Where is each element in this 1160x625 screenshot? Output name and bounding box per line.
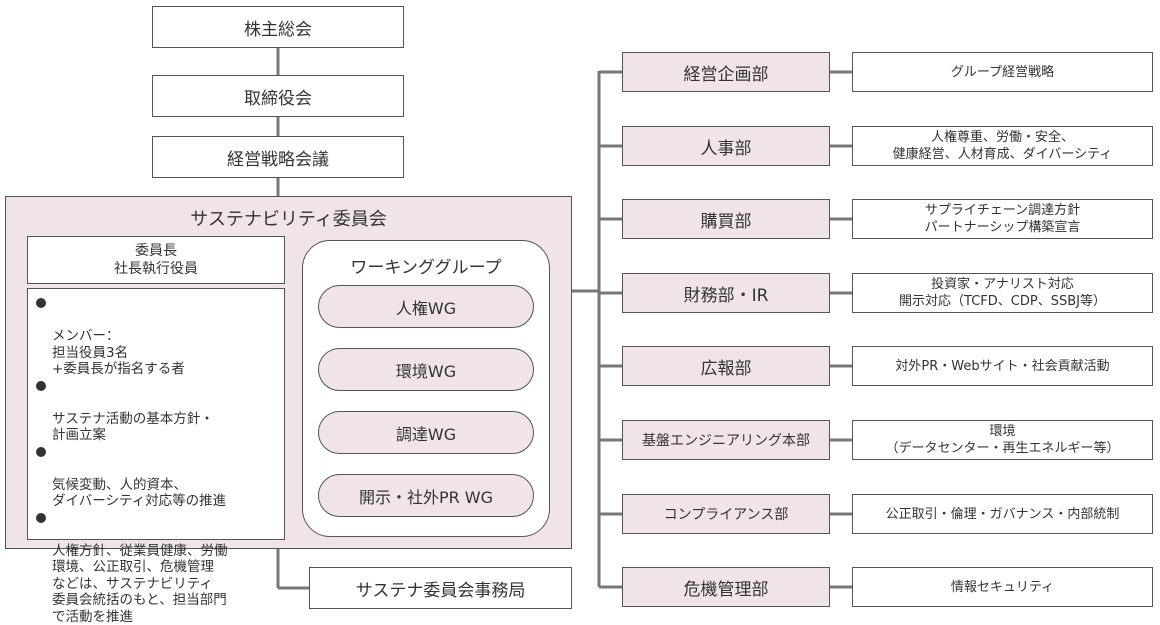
wg-label: 開示・社外PR WG xyxy=(359,484,493,508)
wg-disclosure-pr: 開示・社外PR WG xyxy=(318,474,534,517)
committee-secretariat-label: サステナ委員会事務局 xyxy=(356,576,526,601)
committee-members-box: メンバー： 担当役員3名 +委員長が指名する者 サステナ活動の基本方針・ 計画立… xyxy=(27,288,285,540)
department-name: 基盤エンジニアリング本部 xyxy=(642,430,810,450)
department-name: 経営企画部 xyxy=(684,60,769,85)
department-role-box: 対外PR・Webサイト・社会貢献活動 xyxy=(852,346,1153,386)
board-of-directors-box: 取締役会 xyxy=(152,75,404,117)
department-box: 人事部 xyxy=(622,126,830,166)
department-role: 人権尊重、労働・安全、 健康経営、人材育成、ダイバーシティ xyxy=(893,129,1113,163)
wg-procurement: 調達WG xyxy=(318,411,534,454)
member-item: 気候変動、人的資本、 ダイバーシティ対応等の推進 xyxy=(36,444,276,510)
wg-label: 調達WG xyxy=(396,421,456,445)
member-item: メンバー： 担当役員3名 +委員長が指名する者 xyxy=(36,295,276,378)
department-role-box: サプライチェーン調達方針 パートナーシップ構築宣言 xyxy=(852,199,1153,239)
committee-secretariat-box: サステナ委員会事務局 xyxy=(309,567,572,609)
department-name: 広報部 xyxy=(701,354,752,379)
wg-label: 人権WG xyxy=(396,295,456,319)
bullet-icon xyxy=(36,298,46,308)
committee-title: サステナビリティ委員会 xyxy=(5,205,572,231)
department-role: 情報セキュリティ xyxy=(951,579,1054,596)
department-box: 危機管理部 xyxy=(622,567,830,607)
strategy-meeting-box: 経営戦略会議 xyxy=(152,136,404,178)
bullet-icon xyxy=(36,381,46,391)
department-role-box: グループ経営戦略 xyxy=(852,52,1153,92)
department-box: 広報部 xyxy=(622,346,830,386)
working-group-box: ワーキンググループ 人権WG 環境WG 調達WG 開示・社外PR WG xyxy=(302,240,550,537)
bullet-icon xyxy=(36,513,46,523)
shareholders-meeting-box: 株主総会 xyxy=(152,6,404,48)
wg-environment: 環境WG xyxy=(318,348,534,391)
department-name: 人事部 xyxy=(701,134,752,159)
department-name: 購買部 xyxy=(701,207,752,232)
department-box: 基盤エンジニアリング本部 xyxy=(622,420,830,460)
committee-chair-box: 委員長 社長執行役員 xyxy=(27,236,285,284)
department-role-box: 公正取引・倫理・ガバナンス・内部統制 xyxy=(852,494,1153,534)
department-name: コンプライアンス部 xyxy=(664,504,789,524)
board-of-directors-label: 取締役会 xyxy=(244,84,312,109)
member-item-text: 気候変動、人的資本、 ダイバーシティ対応等の推進 xyxy=(52,477,226,510)
department-name: 財務部・IR xyxy=(684,281,769,306)
member-item-text: サステナ活動の基本方針・ 計画立案 xyxy=(52,411,214,444)
department-role: 公正取引・倫理・ガバナンス・内部統制 xyxy=(886,506,1120,523)
department-role: サプライチェーン調達方針 パートナーシップ構築宣言 xyxy=(925,202,1081,236)
strategy-meeting-label: 経営戦略会議 xyxy=(227,145,329,170)
department-box: コンプライアンス部 xyxy=(622,494,830,534)
wg-label: 環境WG xyxy=(396,358,456,382)
department-role: 対外PR・Webサイト・社会貢献活動 xyxy=(895,358,1109,375)
department-box: 経営企画部 xyxy=(622,52,830,92)
member-item: 人権方針、従業員健康、労働 環境、公正取引、危機管理 などは、サステナビリティ … xyxy=(36,510,276,625)
member-item: サステナ活動の基本方針・ 計画立案 xyxy=(36,378,276,444)
member-item-text: メンバー： 担当役員3名 +委員長が指名する者 xyxy=(52,328,185,377)
department-role: 投資家・アナリスト対応 開示対応（TCFD、CDP、SSBJ等） xyxy=(899,276,1106,310)
bullet-icon xyxy=(36,447,46,457)
department-role-box: 投資家・アナリスト対応 開示対応（TCFD、CDP、SSBJ等） xyxy=(852,273,1153,313)
department-role-box: 環境 （データセンター・再生エネルギー等） xyxy=(852,420,1153,460)
department-box: 財務部・IR xyxy=(622,273,830,313)
department-box: 購買部 xyxy=(622,199,830,239)
wg-human-rights: 人権WG xyxy=(318,285,534,328)
committee-chair-label: 委員長 社長執行役員 xyxy=(114,242,198,278)
department-name: 危機管理部 xyxy=(684,575,769,600)
department-role: 環境 （データセンター・再生エネルギー等） xyxy=(885,423,1119,457)
working-group-title: ワーキンググループ xyxy=(303,253,549,278)
department-role-box: 人権尊重、労働・安全、 健康経営、人材育成、ダイバーシティ xyxy=(852,126,1153,166)
member-item-text: 人権方針、従業員健康、労働 環境、公正取引、危機管理 などは、サステナビリティ … xyxy=(52,543,228,625)
department-role-box: 情報セキュリティ xyxy=(852,567,1153,607)
shareholders-meeting-label: 株主総会 xyxy=(244,15,312,40)
department-role: グループ経営戦略 xyxy=(951,64,1054,81)
